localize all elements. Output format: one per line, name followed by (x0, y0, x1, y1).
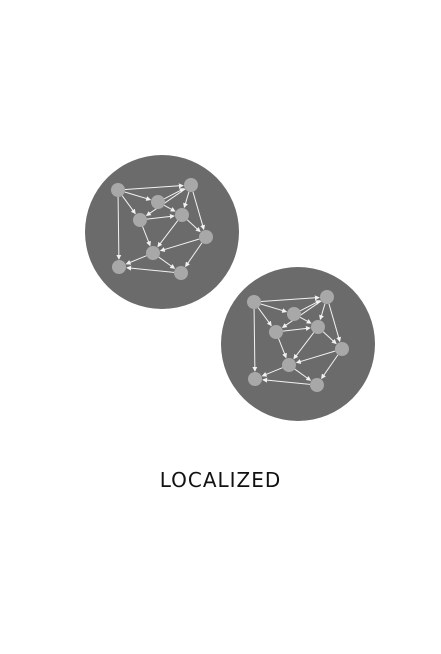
network-edge (281, 300, 322, 328)
network-edge (158, 256, 176, 269)
cluster-disk (85, 155, 239, 309)
network-edge (295, 350, 336, 364)
cluster-bottom-right (221, 267, 375, 421)
cluster-top-left (85, 155, 239, 309)
network-node (335, 342, 349, 356)
network-edge (282, 325, 311, 332)
network-edge (146, 213, 175, 220)
network-edge (145, 188, 186, 216)
network-edge (192, 191, 206, 231)
network-edge (322, 331, 337, 345)
network-node (248, 372, 262, 386)
network-node (320, 290, 334, 304)
network-edge (163, 204, 176, 212)
network-node (287, 307, 301, 321)
network-edge (319, 303, 326, 321)
network-edge (260, 295, 320, 303)
network-edge (159, 238, 200, 252)
network-node (112, 260, 126, 274)
network-node (111, 183, 125, 197)
network-node (146, 246, 160, 260)
network-node (247, 295, 261, 309)
network-edge (260, 303, 288, 313)
network-edge (124, 191, 152, 201)
network-edge (321, 354, 339, 380)
network-edge (262, 377, 311, 385)
network-edge (124, 183, 184, 191)
network-edge (126, 265, 175, 273)
network-edge (299, 300, 321, 312)
network-node (174, 266, 188, 280)
network-node (133, 213, 147, 227)
network-edge (121, 195, 136, 215)
network-node (311, 320, 325, 334)
network-edge (125, 255, 147, 265)
cluster-disk (221, 267, 375, 421)
network-edge (186, 219, 201, 233)
network-node (282, 358, 296, 372)
network-edge (163, 188, 185, 200)
network-node (175, 208, 189, 222)
network-node (151, 195, 165, 209)
network-edge (328, 303, 342, 343)
network-node (269, 325, 283, 339)
network-edge (293, 332, 315, 360)
network-edge (278, 338, 287, 359)
network-edge (299, 316, 312, 324)
network-edge (116, 196, 122, 260)
network-node (199, 230, 213, 244)
network-edge (294, 368, 312, 381)
network-edge (185, 242, 203, 268)
network-edge (261, 367, 283, 377)
network-node (184, 178, 198, 192)
caption-localized: LOCALIZED (159, 468, 282, 492)
network-edge (142, 226, 151, 247)
network-edge (157, 220, 179, 248)
network-edge (252, 308, 258, 372)
network-edge (257, 307, 272, 327)
network-node (310, 378, 324, 392)
network-edge (183, 191, 190, 209)
